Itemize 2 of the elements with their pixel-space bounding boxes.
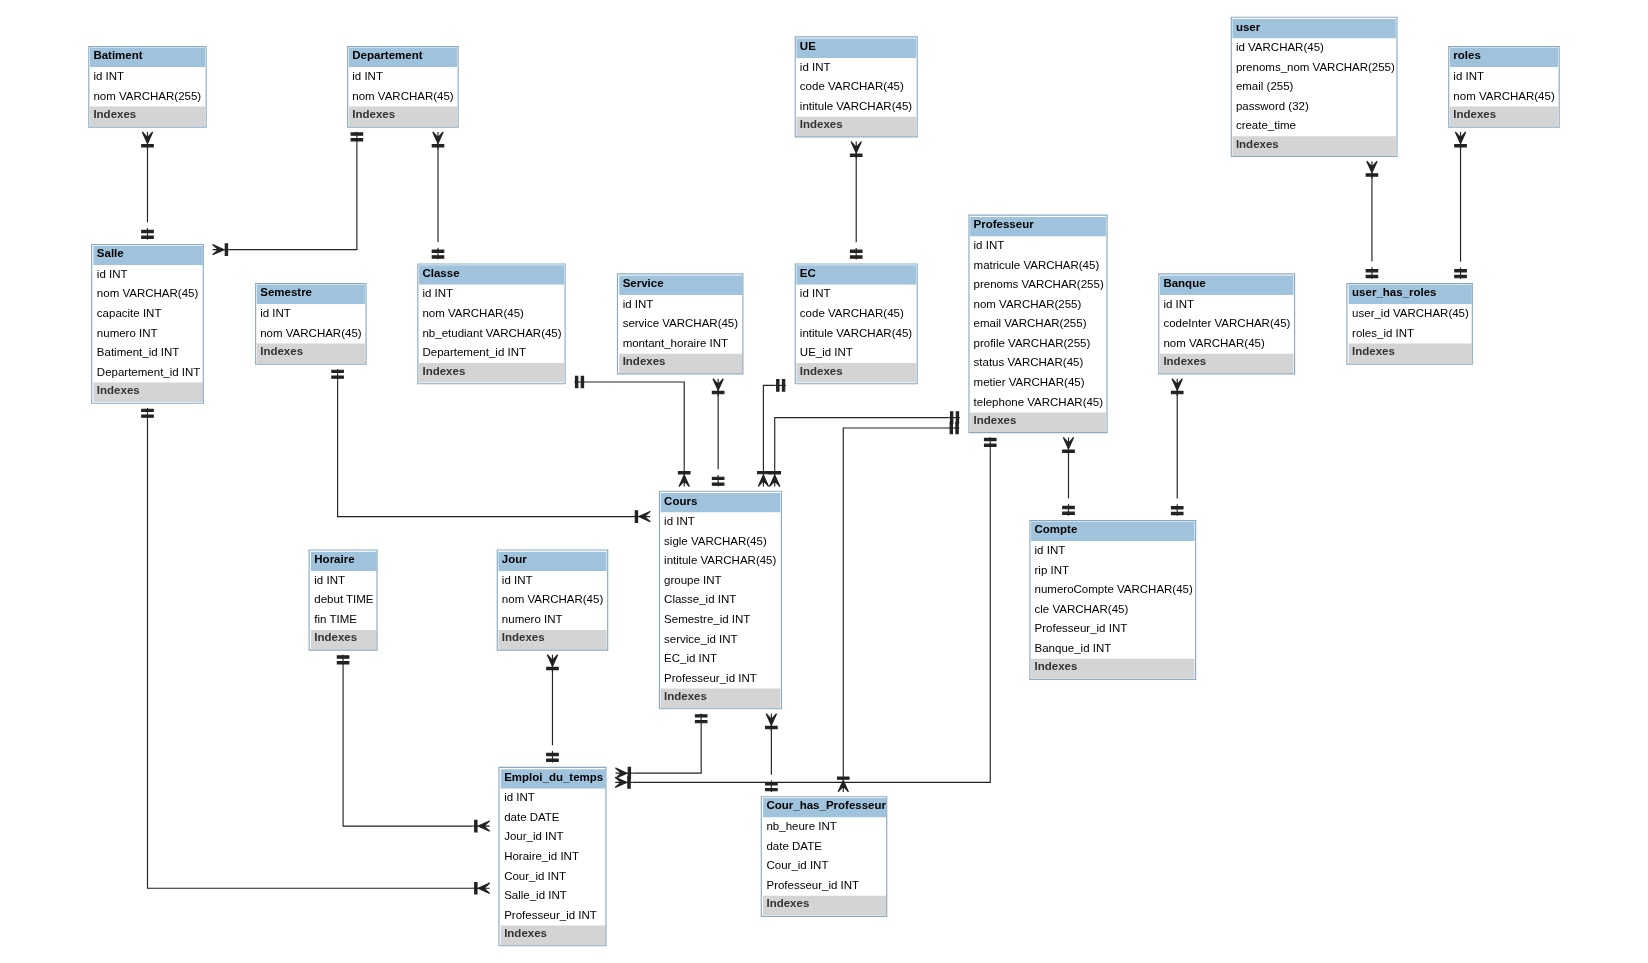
connector xyxy=(431,131,445,260)
connector xyxy=(336,654,491,833)
